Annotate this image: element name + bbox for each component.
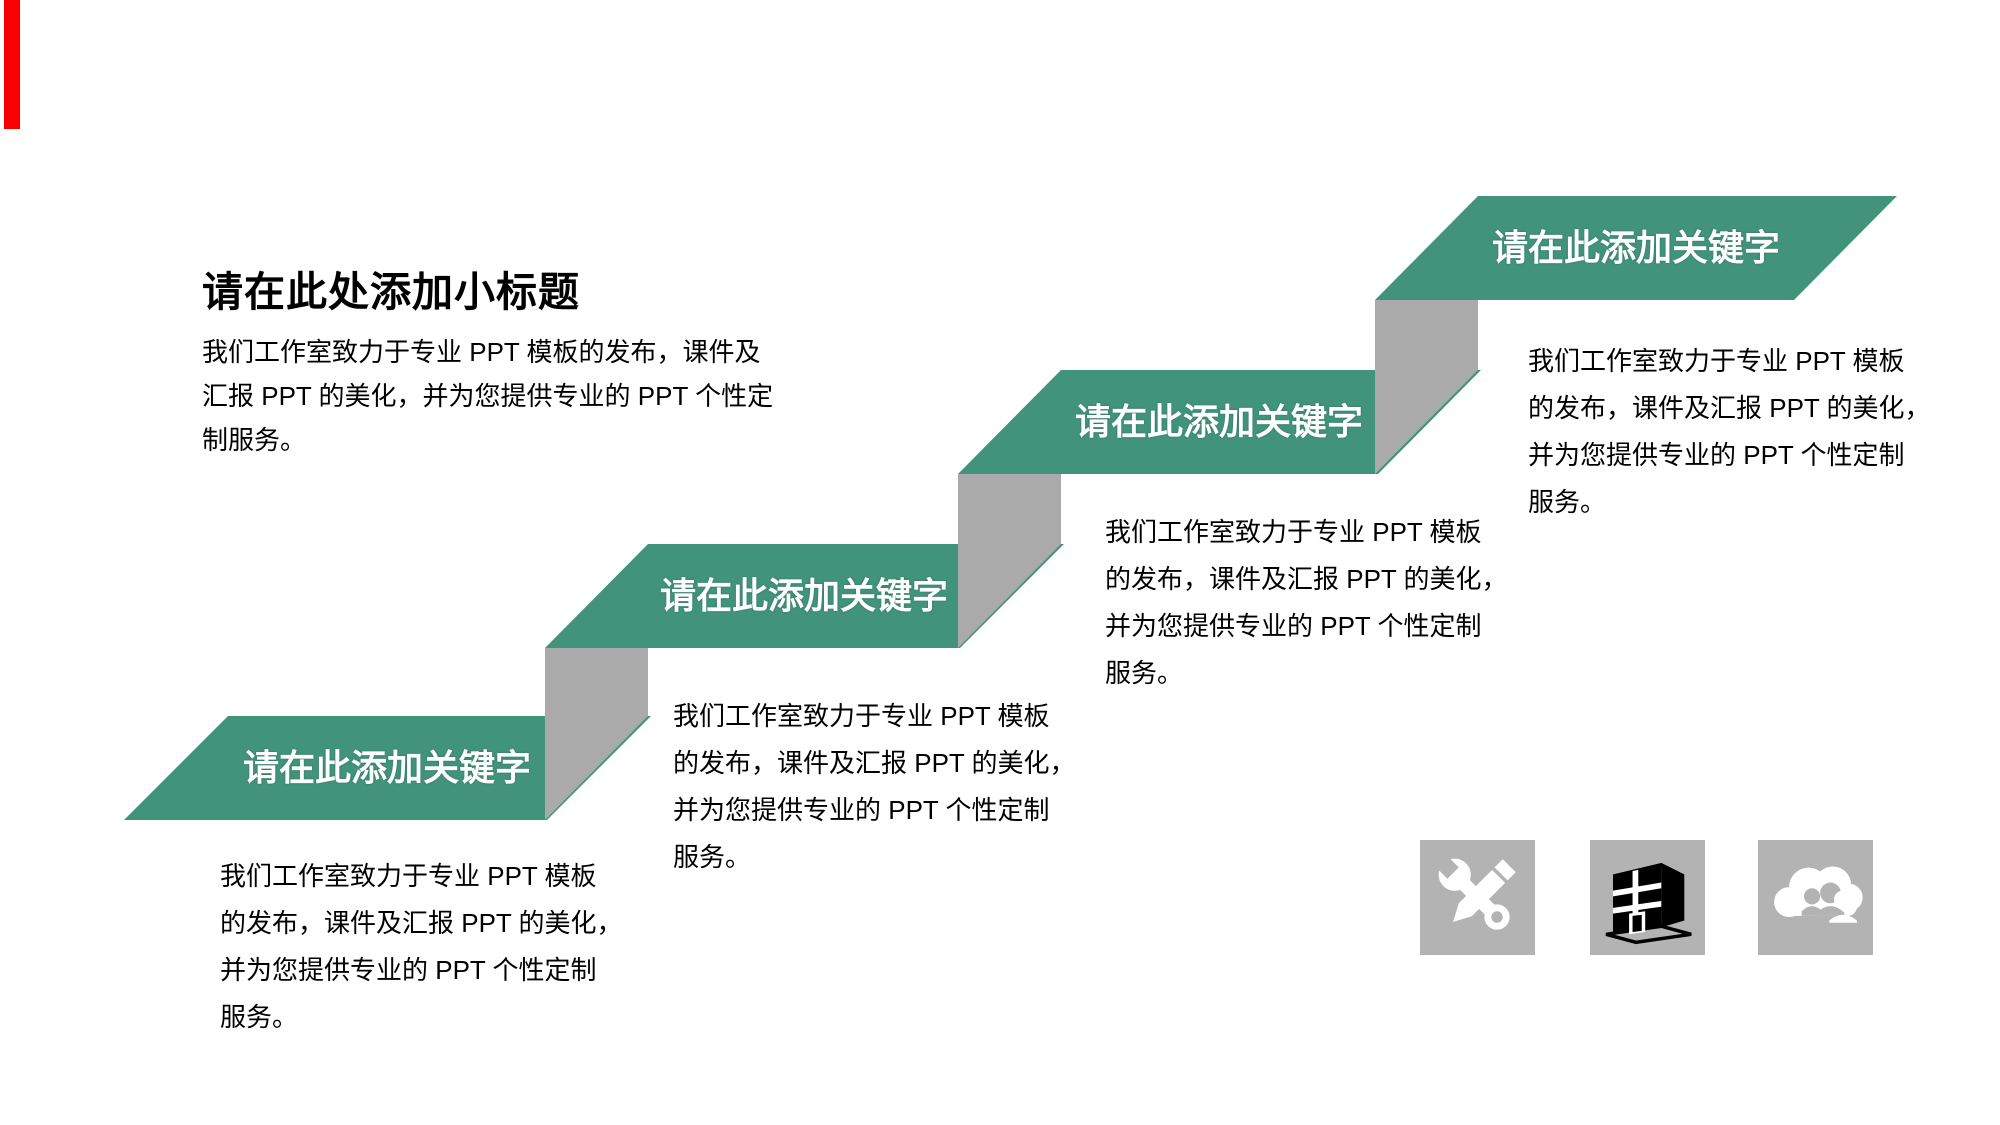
step4-banner-label: 请在此添加关键字 xyxy=(1491,227,1780,268)
connector1-shape xyxy=(545,648,648,820)
step2-banner-shape xyxy=(545,544,1064,648)
intro-paragraph: 我们工作室致力于专业 PPT 模板的发布，课件及 汇报 PPT 的美化，并为您提… xyxy=(202,337,774,455)
cloud-team-icon xyxy=(1774,866,1863,923)
step1-banner-label: 请在此添加关键字 xyxy=(242,747,531,788)
icon-tile-cloud-team xyxy=(1758,840,1873,955)
step4-banner-shape xyxy=(1375,196,1897,300)
step3-banner-shape xyxy=(958,370,1481,474)
icon-tile-building xyxy=(1590,840,1705,955)
step3-banner-label: 请在此添加关键字 xyxy=(1074,401,1363,442)
step2-banner-label: 请在此添加关键字 xyxy=(659,575,948,616)
building-icon xyxy=(1605,863,1692,945)
page-title: 请在此处添加小标题 xyxy=(202,269,580,315)
red-corner-bar xyxy=(4,0,20,129)
connector3-shape xyxy=(1375,300,1478,474)
tools-icon xyxy=(1432,852,1516,930)
icon-tile-tools xyxy=(1420,840,1535,955)
step1-banner-shape xyxy=(124,716,651,820)
connector2-shape xyxy=(958,474,1061,648)
step1-description: 我们工作室致力于专业 PPT 模板 的发布，课件及汇报 PPT 的美化， 并为您… xyxy=(220,861,623,1032)
step2-description: 我们工作室致力于专业 PPT 模板 的发布，课件及汇报 PPT 的美化， 并为您… xyxy=(673,701,1076,872)
step3-description: 我们工作室致力于专业 PPT 模板 的发布，课件及汇报 PPT 的美化， 并为您… xyxy=(1105,517,1508,688)
step4-description: 我们工作室致力于专业 PPT 模板 的发布，课件及汇报 PPT 的美化， 并为您… xyxy=(1528,346,1931,517)
